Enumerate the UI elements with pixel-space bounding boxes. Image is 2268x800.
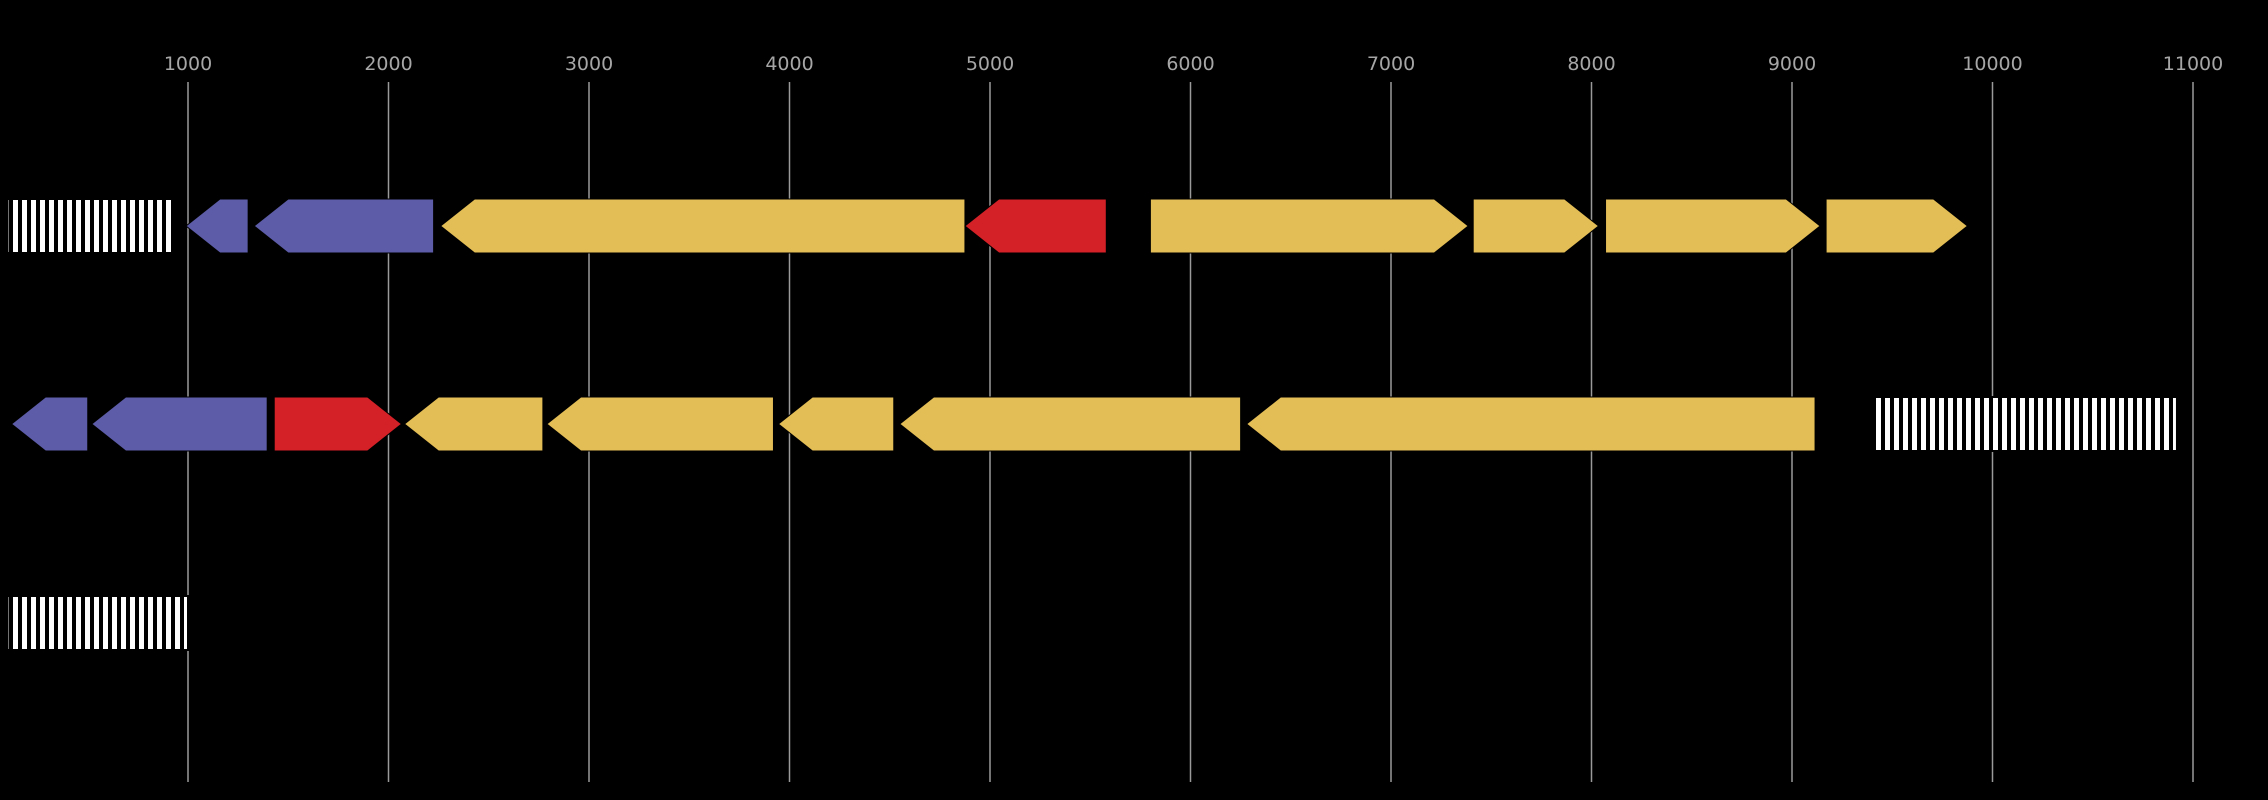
hatched-region (1871, 396, 2178, 452)
gene-arrow-gold (403, 396, 544, 452)
track-1 (6, 198, 1969, 254)
axis-tick-label: 9000 (1768, 53, 1816, 75)
gene-arrow-blue (90, 396, 268, 452)
gene-arrow-gold (1149, 198, 1469, 254)
gene-arrow-gold (1605, 198, 1821, 254)
gene-arrow-blue (253, 198, 435, 254)
axis-tick-label: 7000 (1367, 53, 1415, 75)
hatched-region (6, 595, 189, 651)
gene-arrow-gold (1472, 198, 1600, 254)
axis-tick-label: 11000 (2163, 53, 2223, 75)
gene-arrow-red (273, 396, 403, 452)
feature-tracks (6, 198, 2178, 651)
axis-tick-label: 10000 (1962, 53, 2022, 75)
gene-arrow-gold (1825, 198, 1969, 254)
axis-tick-label: 1000 (164, 53, 212, 75)
axis-tick-label: 5000 (966, 53, 1014, 75)
gene-arrow-blue (10, 396, 89, 452)
axis-tick-label: 8000 (1567, 53, 1615, 75)
axis-tick-label: 2000 (364, 53, 412, 75)
track-3 (6, 595, 189, 651)
axis-tick-labels: 1000 2000 3000 4000 5000 6000 7000 8000 9000 1000… (164, 53, 2223, 75)
track-2 (10, 396, 2178, 452)
gene-arrow-gold (777, 396, 895, 452)
axis-tick-label: 4000 (765, 53, 813, 75)
gene-arrow-gold (898, 396, 1242, 452)
gene-arrow-gold (439, 198, 966, 254)
gene-arrow-red (964, 198, 1107, 254)
hatched-region (6, 198, 177, 254)
axis-tick-label: 3000 (565, 53, 613, 75)
axis-tick-label: 6000 (1166, 53, 1214, 75)
gene-arrow-gold (546, 396, 774, 452)
gene-arrow-blue (185, 198, 249, 254)
gene-arrow-gold (1245, 396, 1816, 452)
